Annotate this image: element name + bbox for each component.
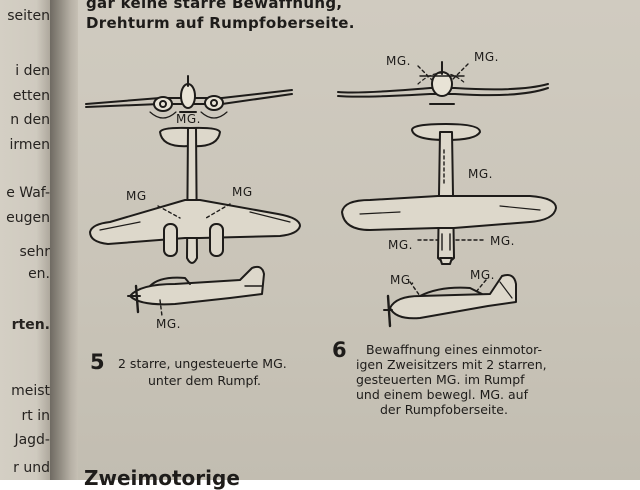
fig5-top-view (89, 126, 301, 264)
figure-6-number: 6 (332, 338, 347, 362)
fig6-top-view (341, 123, 557, 265)
figure-6-caption-line: und einem bewegl. MG. auf (356, 387, 528, 402)
figure-5-number: 5 (90, 350, 105, 374)
fig5-label-front: MG. (176, 112, 201, 126)
fig6-label-bottom-right: MG. (490, 234, 515, 248)
left-page-line: meist (11, 383, 50, 399)
left-page-line: rten. (11, 317, 50, 333)
fig5-label-left: MG (126, 189, 147, 203)
left-page-line: Jagd- (14, 432, 50, 448)
fig6-side-view (383, 274, 517, 328)
figure-6-caption-line: gesteuerten MG. im Rumpf (356, 372, 525, 387)
fig6-label-bottom-left: MG. (388, 238, 413, 252)
figure-6-caption-line: der Rumpfoberseite. (380, 402, 508, 417)
left-page-line: r und (13, 460, 50, 476)
bottom-heading: Zweimotorige (84, 466, 240, 490)
top-text-line-1: gar keine starre Bewaffnung, (86, 0, 343, 12)
left-page-line: etten (12, 88, 50, 104)
fig6-label-front-right: MG. (474, 50, 499, 64)
figure-5-caption-line-2: unter dem Rumpf. (148, 373, 261, 388)
fig6-label-front-left: MG. (386, 54, 411, 68)
fig5-label-side: MG. (156, 317, 181, 331)
left-page-line: e Waf- (6, 185, 50, 201)
fig5-side-view (127, 265, 265, 317)
fig6-front-view (337, 61, 549, 105)
fig5-label-right: MG (232, 185, 253, 199)
figure-6-caption-line: igen Zweisitzers mit 2 starren, (356, 357, 547, 372)
left-page-line: eugen (6, 210, 50, 226)
top-text-line-2: Drehturm auf Rumpfoberseite. (86, 14, 355, 32)
fig5-front-view (85, 75, 293, 119)
left-page-line: en. (28, 266, 50, 282)
left-page-line: rt in (21, 408, 50, 424)
figure-5-caption-line-1: 2 starre, ungesteuerte MG. (118, 356, 287, 371)
left-page-line: n den (10, 112, 50, 128)
left-page: seiten i den etten n den irmen e Waf-eugen seh… (0, 0, 52, 480)
fig6-label-top: MG. (468, 167, 493, 181)
fig6-label-side-right: MG. (470, 268, 495, 282)
left-page-line: seiten (7, 8, 50, 24)
left-page-line: irmen (9, 137, 50, 153)
book-gutter (50, 0, 80, 480)
figure-6-caption-line: Bewaffnung eines einmotor- (366, 342, 543, 357)
left-page-line: sehr (19, 244, 50, 260)
left-page-line: i den (15, 63, 50, 79)
aircraft-drawings (85, 61, 557, 328)
fig6-label-side-left: MG. (390, 273, 415, 287)
